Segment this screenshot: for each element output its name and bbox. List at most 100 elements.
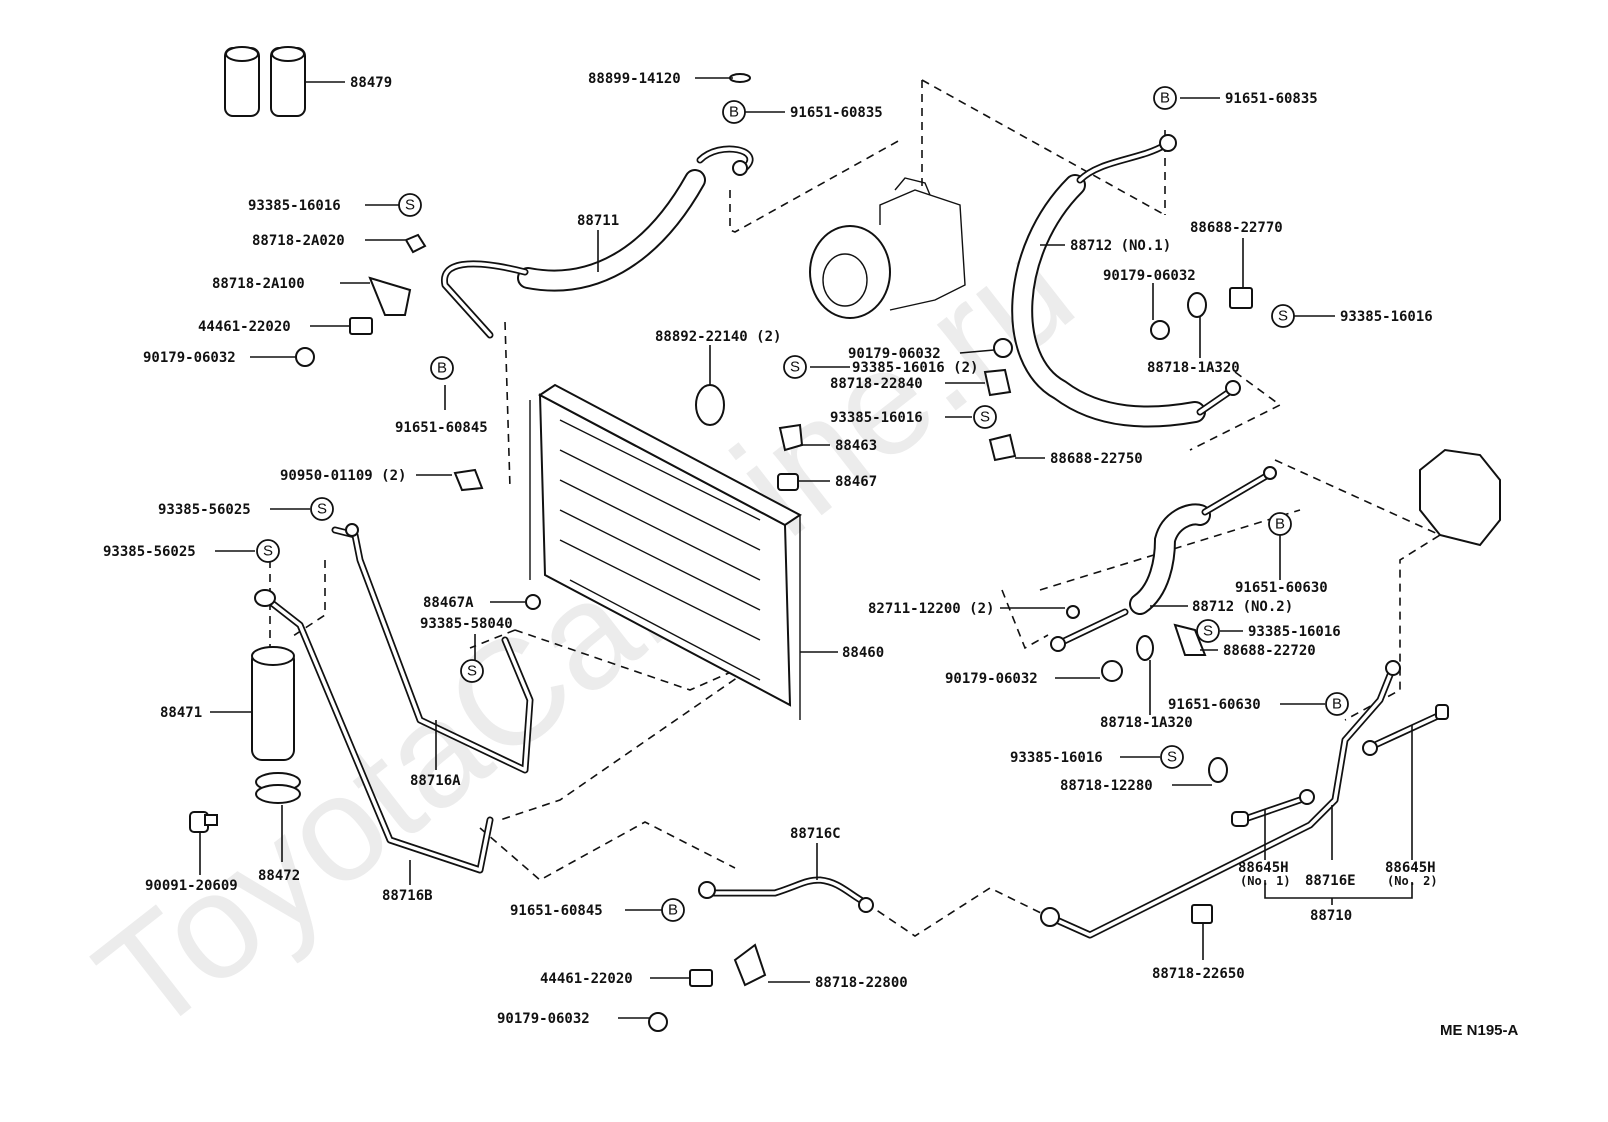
part-label-90179-06032-c[interactable]: 90179-06032 xyxy=(848,346,941,362)
part-label-93385-16016-c[interactable]: 93385-16016 (2) xyxy=(852,360,978,376)
part-label-88711[interactable]: 88711 xyxy=(577,213,619,229)
part-label-88467[interactable]: 88467 xyxy=(835,474,877,490)
hose-88712-no1-part[interactable] xyxy=(1011,134,1241,428)
clamp-88688-22720-part[interactable] xyxy=(1173,623,1207,656)
plate-44461-22020-b-part[interactable] xyxy=(689,969,713,987)
bolt-82711-12200-part[interactable] xyxy=(1066,605,1080,619)
part-label-88460[interactable]: 88460 xyxy=(842,645,884,661)
nut-90179-06032-b-part[interactable] xyxy=(1150,320,1170,340)
part-label-91651-60630-b[interactable]: 91651-60630 xyxy=(1168,697,1261,713)
part-label-88645H-no2[interactable]: 88645H xyxy=(1385,860,1436,876)
clamp-88688-22770-part[interactable] xyxy=(1229,287,1253,309)
cushion-88467A-part[interactable] xyxy=(525,594,541,610)
stud-marker[interactable]: S xyxy=(460,659,484,683)
part-label-93385-16016-d[interactable]: 93385-16016 xyxy=(830,410,923,426)
pressure-switch-88645H-no2-part[interactable] xyxy=(1362,704,1449,756)
part-label-88718-12280[interactable]: 88718-12280 xyxy=(1060,778,1153,794)
part-label-88472[interactable]: 88472 xyxy=(258,868,300,884)
part-label-88463[interactable]: 88463 xyxy=(835,438,877,454)
nut-90179-06032-d-part[interactable] xyxy=(1101,660,1123,682)
bolt-marker[interactable]: B xyxy=(1325,692,1349,716)
part-label-93385-16016-e[interactable]: 93385-16016 xyxy=(1248,624,1341,640)
bolt-marker[interactable]: B xyxy=(430,356,454,380)
clamp-88718-1A320-b-part[interactable] xyxy=(1136,635,1154,661)
nut-90179-06032-e-part[interactable] xyxy=(648,1012,668,1032)
cap-88479-part[interactable] xyxy=(224,46,306,117)
part-label-88467A[interactable]: 88467A xyxy=(423,595,474,611)
part-label-88718-1A320-a[interactable]: 88718-1A320 xyxy=(1147,360,1240,376)
bolt-90091-20609-part[interactable] xyxy=(189,811,218,833)
part-label-88718-22650[interactable]: 88718-22650 xyxy=(1152,966,1245,982)
stud-marker[interactable]: S xyxy=(783,355,807,379)
part-label-88712-no2[interactable]: 88712 (NO.2) xyxy=(1192,599,1293,615)
evaporator-unit-part[interactable] xyxy=(1419,448,1501,547)
stud-marker[interactable]: S xyxy=(310,497,334,521)
stud-marker[interactable]: S xyxy=(973,405,997,429)
part-label-44461-22020-b[interactable]: 44461-22020 xyxy=(540,971,633,987)
part-label-88645H-no1[interactable]: 88645H xyxy=(1238,860,1289,876)
nut-90179-06032-c-part[interactable] xyxy=(993,338,1013,358)
bolt-marker[interactable]: B xyxy=(1268,512,1292,536)
bracket-88472-part[interactable] xyxy=(255,772,301,804)
pipe-88716E-part[interactable] xyxy=(1040,660,1401,939)
clamp-88718-1A320-a-part[interactable] xyxy=(1187,292,1207,318)
part-label-93385-58040[interactable]: 93385-58040 xyxy=(420,616,513,632)
clamp-88718-2A020-part[interactable] xyxy=(404,233,427,254)
part-label-88716A[interactable]: 88716A xyxy=(410,773,461,789)
compressor-part[interactable] xyxy=(809,177,966,319)
pipe-88716C-part[interactable] xyxy=(698,876,874,913)
part-label-91651-60845-b[interactable]: 91651-60845 xyxy=(510,903,603,919)
cushion-88892-22140-part[interactable] xyxy=(695,384,725,426)
part-label-93385-16016-b[interactable]: 93385-16016 xyxy=(1340,309,1433,325)
stud-marker[interactable]: S xyxy=(1196,619,1220,643)
nut-90179-06032-a-part[interactable] xyxy=(295,347,315,367)
part-label-88688-22750[interactable]: 88688-22750 xyxy=(1050,451,1143,467)
part-label-88892-22140[interactable]: 88892-22140 (2) xyxy=(655,329,781,345)
part-label-91651-60630-a[interactable]: 91651-60630 xyxy=(1235,580,1328,596)
part-label-90179-06032-e[interactable]: 90179-06032 xyxy=(497,1011,590,1027)
clamp-88718-22650-part[interactable] xyxy=(1191,904,1213,924)
part-label-90091-20609[interactable]: 90091-20609 xyxy=(145,878,238,894)
part-label-88899-14120[interactable]: 88899-14120 xyxy=(588,71,681,87)
bracket-88718-22800-part[interactable] xyxy=(733,943,767,987)
clamp-88718-22840-part[interactable] xyxy=(983,368,1012,397)
part-label-93385-16016-f[interactable]: 93385-16016 xyxy=(1010,750,1103,766)
cushion-90950-01109-part[interactable] xyxy=(453,468,484,492)
part-label-93385-56025-b[interactable]: 93385-56025 xyxy=(103,544,196,560)
part-label-88688-22720[interactable]: 88688-22720 xyxy=(1223,643,1316,659)
stud-marker[interactable]: S xyxy=(1160,745,1184,769)
part-label-88471[interactable]: 88471 xyxy=(160,705,202,721)
part-label-91651-60835-a[interactable]: 91651-60835 xyxy=(790,105,883,121)
part-label-88718-22840[interactable]: 88718-22840 xyxy=(830,376,923,392)
part-label-91651-60845-a[interactable]: 91651-60845 xyxy=(395,420,488,436)
stud-marker[interactable]: S xyxy=(1271,304,1295,328)
part-label-90179-06032-a[interactable]: 90179-06032 xyxy=(143,350,236,366)
part-label-88718-1A320-b[interactable]: 88718-1A320 xyxy=(1100,715,1193,731)
part-label-91651-60835-b[interactable]: 91651-60835 xyxy=(1225,91,1318,107)
part-label-88718-2A100[interactable]: 88718-2A100 xyxy=(212,276,305,292)
part-label-88688-22770[interactable]: 88688-22770 xyxy=(1190,220,1283,236)
bolt-marker[interactable]: B xyxy=(661,898,685,922)
bracket-88718-2A100-part[interactable] xyxy=(368,276,412,316)
clamp-88718-12280-part[interactable] xyxy=(1208,757,1228,783)
part-label-93385-16016-a[interactable]: 93385-16016 xyxy=(248,198,341,214)
clamp-88688-22750-part[interactable] xyxy=(988,433,1017,462)
condenser-88460-part[interactable] xyxy=(529,383,802,720)
part-label-88716B[interactable]: 88716B xyxy=(382,888,433,904)
bolt-marker[interactable]: B xyxy=(1153,86,1177,110)
part-label-88718-22800[interactable]: 88718-22800 xyxy=(815,975,908,991)
bracket-88463-part[interactable] xyxy=(778,423,804,452)
part-label-44461-22020-a[interactable]: 44461-22020 xyxy=(198,319,291,335)
hose-88712-no2-part[interactable] xyxy=(1050,466,1277,652)
pressure-switch-88645H-no1-part[interactable] xyxy=(1231,789,1315,827)
part-label-88712-no1[interactable]: 88712 (NO.1) xyxy=(1070,238,1171,254)
pipe-88716A-part[interactable] xyxy=(331,523,534,774)
bracket-88467-part[interactable] xyxy=(777,473,799,491)
pipe-88716B-part[interactable] xyxy=(254,589,494,874)
part-label-93385-56025-a[interactable]: 93385-56025 xyxy=(158,502,251,518)
part-label-90179-06032-b[interactable]: 90179-06032 xyxy=(1103,268,1196,284)
hose-88711-part[interactable] xyxy=(441,145,754,339)
stud-marker[interactable]: S xyxy=(398,193,422,217)
part-label-88710[interactable]: 88710 xyxy=(1310,908,1352,924)
part-label-88718-2A020[interactable]: 88718-2A020 xyxy=(252,233,345,249)
